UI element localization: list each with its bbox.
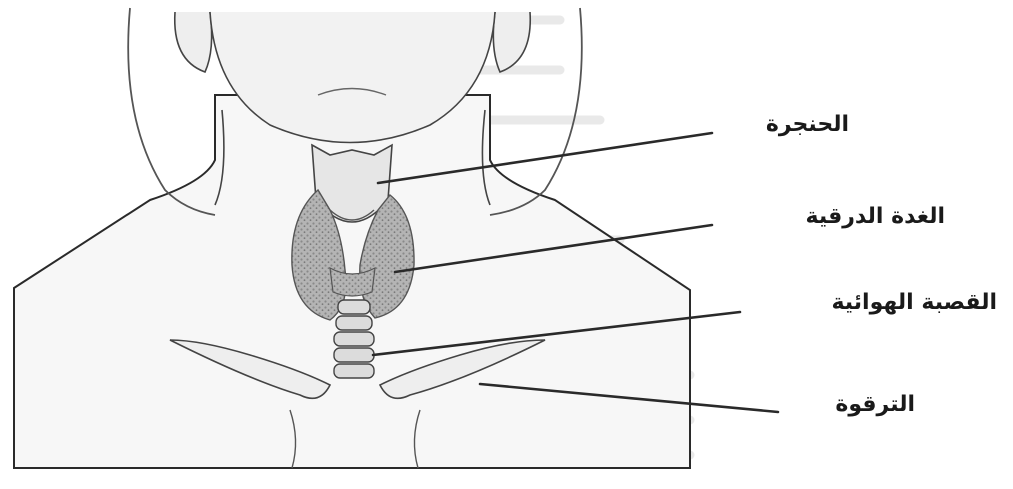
label-trachea: القصبة الهوائية bbox=[831, 290, 997, 315]
trachea-rings bbox=[334, 300, 374, 378]
label-thyroid: الغدة الدرقية bbox=[806, 204, 945, 229]
label-larynx: الحنجرة bbox=[766, 112, 849, 137]
label-clavicle: الترقوة bbox=[835, 392, 915, 417]
right-ear bbox=[493, 12, 530, 72]
left-ear bbox=[175, 12, 212, 72]
